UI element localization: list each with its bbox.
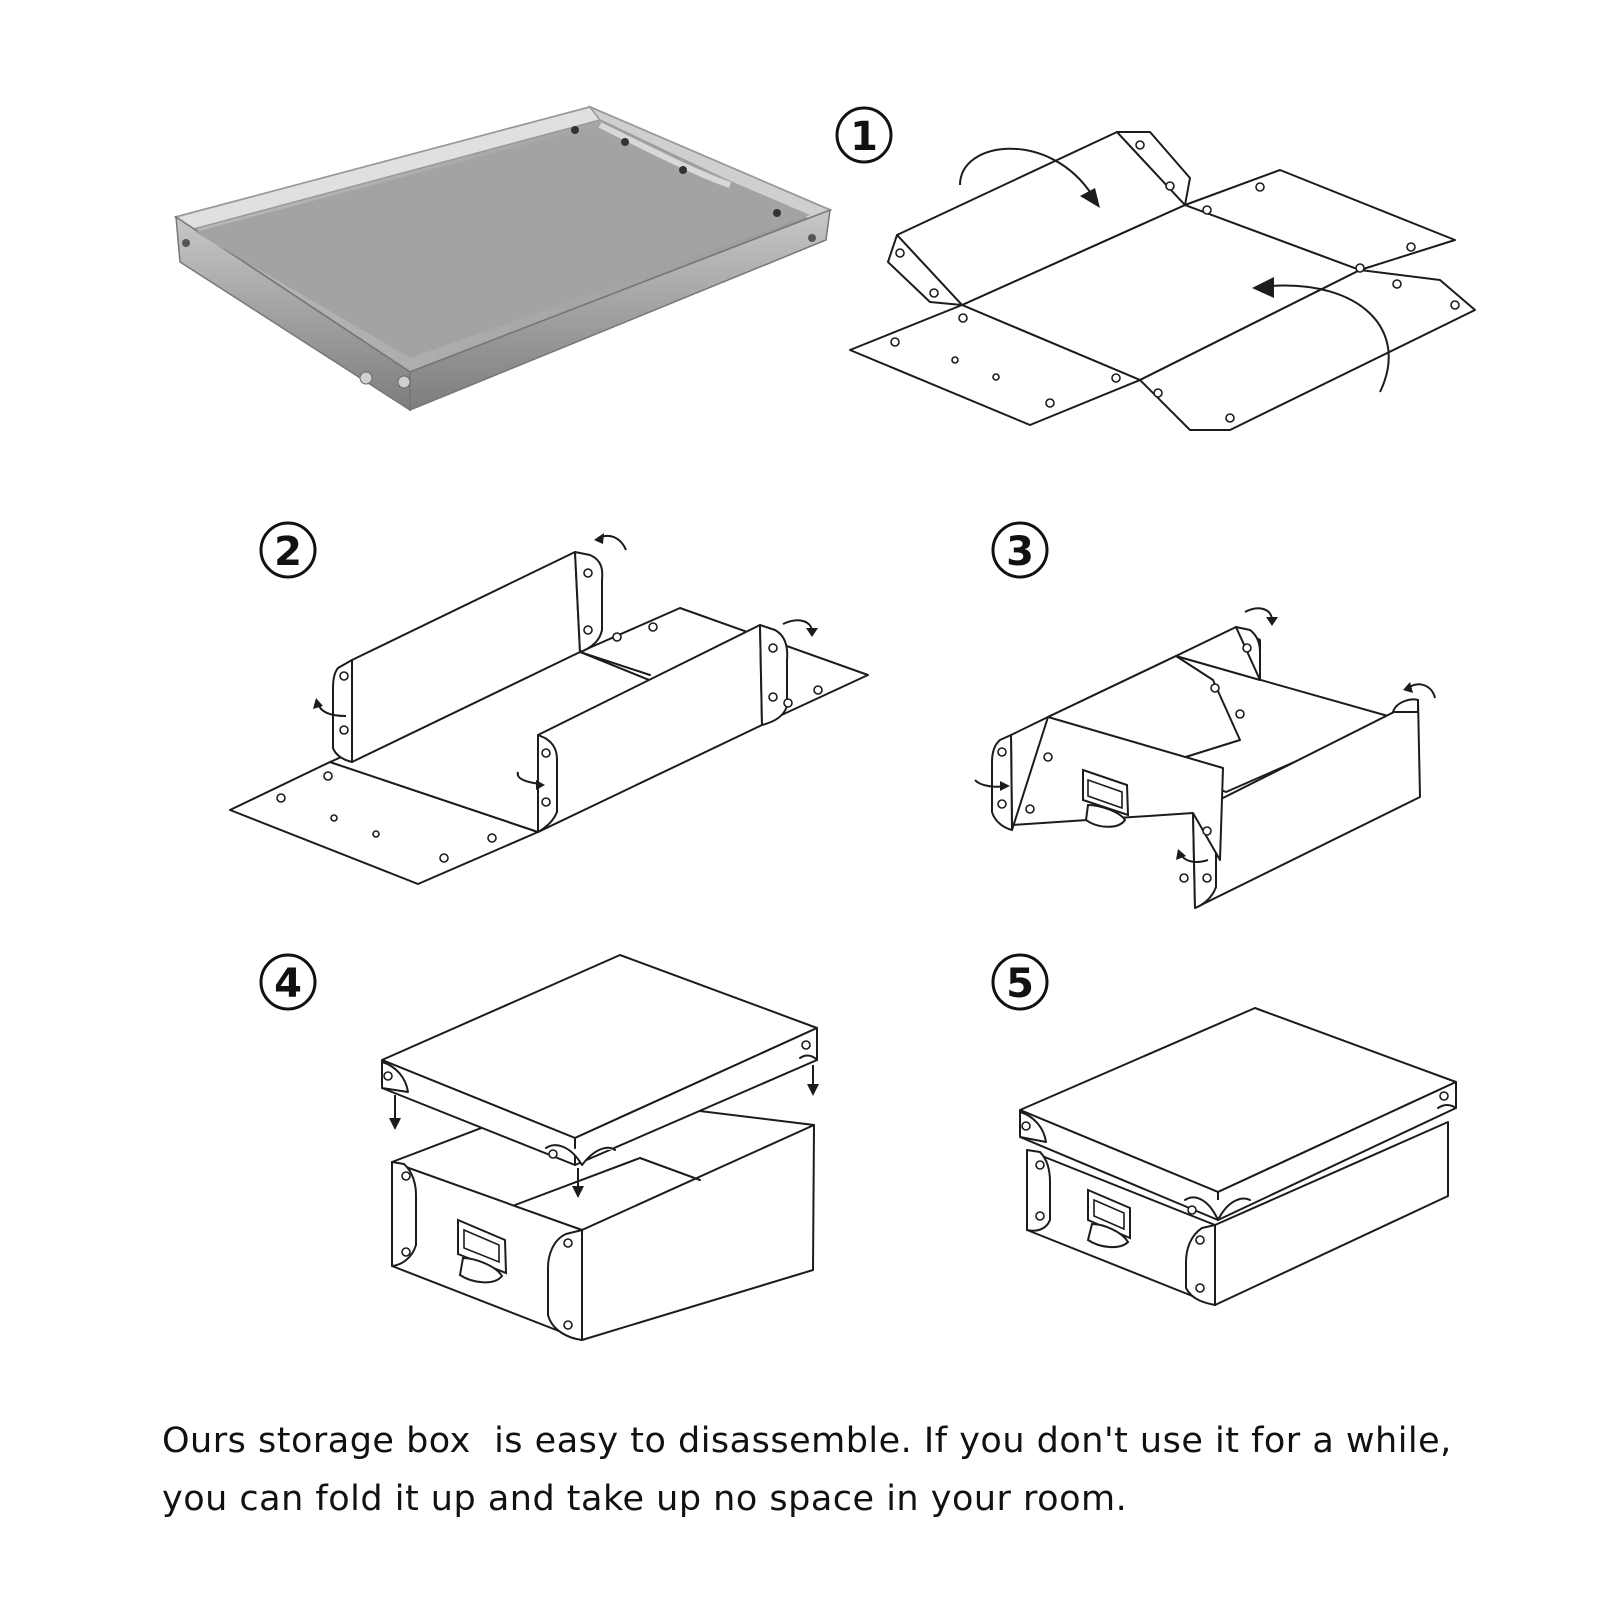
step-badge-4: 4 [259, 953, 317, 1011]
step-badge-3: 3 [991, 521, 1049, 579]
arrow-icon [959, 147, 1390, 393]
folded-tray-photo [173, 105, 833, 412]
caption-text: Ours storage box is easy to disassemble.… [162, 1412, 1482, 1528]
step2-drawing [229, 551, 869, 885]
step1-holes [890, 140, 1460, 423]
step-number: 4 [274, 961, 302, 1007]
handle-icon [457, 1218, 508, 1284]
handle-icon [1086, 1188, 1131, 1248]
arrow-icon [974, 607, 1436, 863]
step2-holes [276, 568, 823, 863]
step-badge-2: 2 [259, 521, 317, 579]
step-number: 2 [274, 529, 302, 575]
step5-drawing [1019, 1007, 1457, 1306]
caption-line-2: you can fold it up and take up no space … [162, 1479, 1128, 1519]
step-number: 1 [850, 114, 878, 160]
step-badge-1: 1 [835, 106, 893, 164]
step5-holes [1021, 1091, 1449, 1293]
step-number: 5 [1006, 961, 1034, 1007]
arrow-icon [389, 1065, 819, 1198]
step4-holes [383, 1040, 811, 1330]
step3-drawing [991, 626, 1421, 909]
handle-icon [1082, 768, 1130, 828]
arrow-icon [313, 533, 818, 790]
step4-drawing [381, 954, 818, 1341]
caption-line-1: Ours storage box is easy to disassemble.… [162, 1421, 1452, 1461]
step3-holes [997, 643, 1252, 883]
step-badge-5: 5 [991, 953, 1049, 1011]
step1-flat-sheet [849, 131, 1476, 431]
step-number: 3 [1006, 529, 1034, 575]
